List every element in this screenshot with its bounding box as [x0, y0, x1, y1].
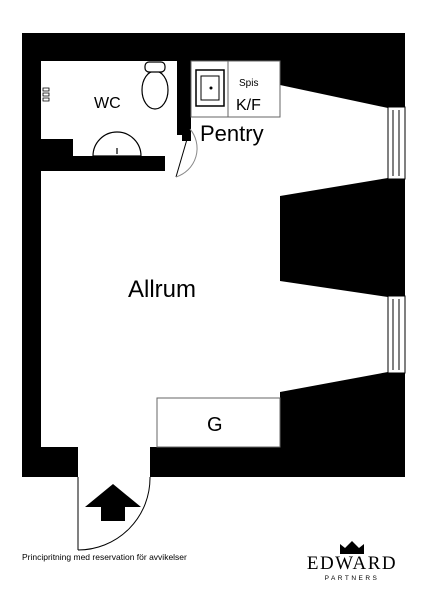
- room-label-kf: K/F: [236, 97, 261, 114]
- window-upper: [387, 106, 406, 180]
- brand-name: EDWARD: [306, 553, 398, 574]
- kitchen-fixtures: [190, 60, 281, 118]
- room-label-g: G: [207, 414, 223, 436]
- door-wc: [175, 128, 198, 178]
- washbasin-icon: [92, 131, 142, 157]
- entrance-door: [77, 476, 151, 551]
- room-label-allrum: Allrum: [128, 276, 196, 303]
- wc-fixtures: [42, 61, 169, 157]
- room-label-spis: Spis: [239, 78, 258, 89]
- window-lower: [387, 295, 406, 374]
- arrow-up-icon: [85, 484, 141, 521]
- brand-subtitle: PARTNERS: [324, 575, 380, 582]
- windows: [387, 106, 406, 374]
- room-label-wc: WC: [94, 95, 121, 112]
- interior-walls: [41, 61, 191, 171]
- disclaimer-text: Principritning med reservation för avvik…: [22, 552, 187, 562]
- brand-logo: EDWARD PARTNERS: [296, 540, 408, 584]
- crown-icon: [340, 541, 364, 554]
- toilet-paper-icon: [42, 87, 50, 102]
- storage-g: [156, 397, 281, 448]
- toilet-icon: [141, 70, 169, 110]
- room-label-pentry: Pentry: [200, 121, 264, 146]
